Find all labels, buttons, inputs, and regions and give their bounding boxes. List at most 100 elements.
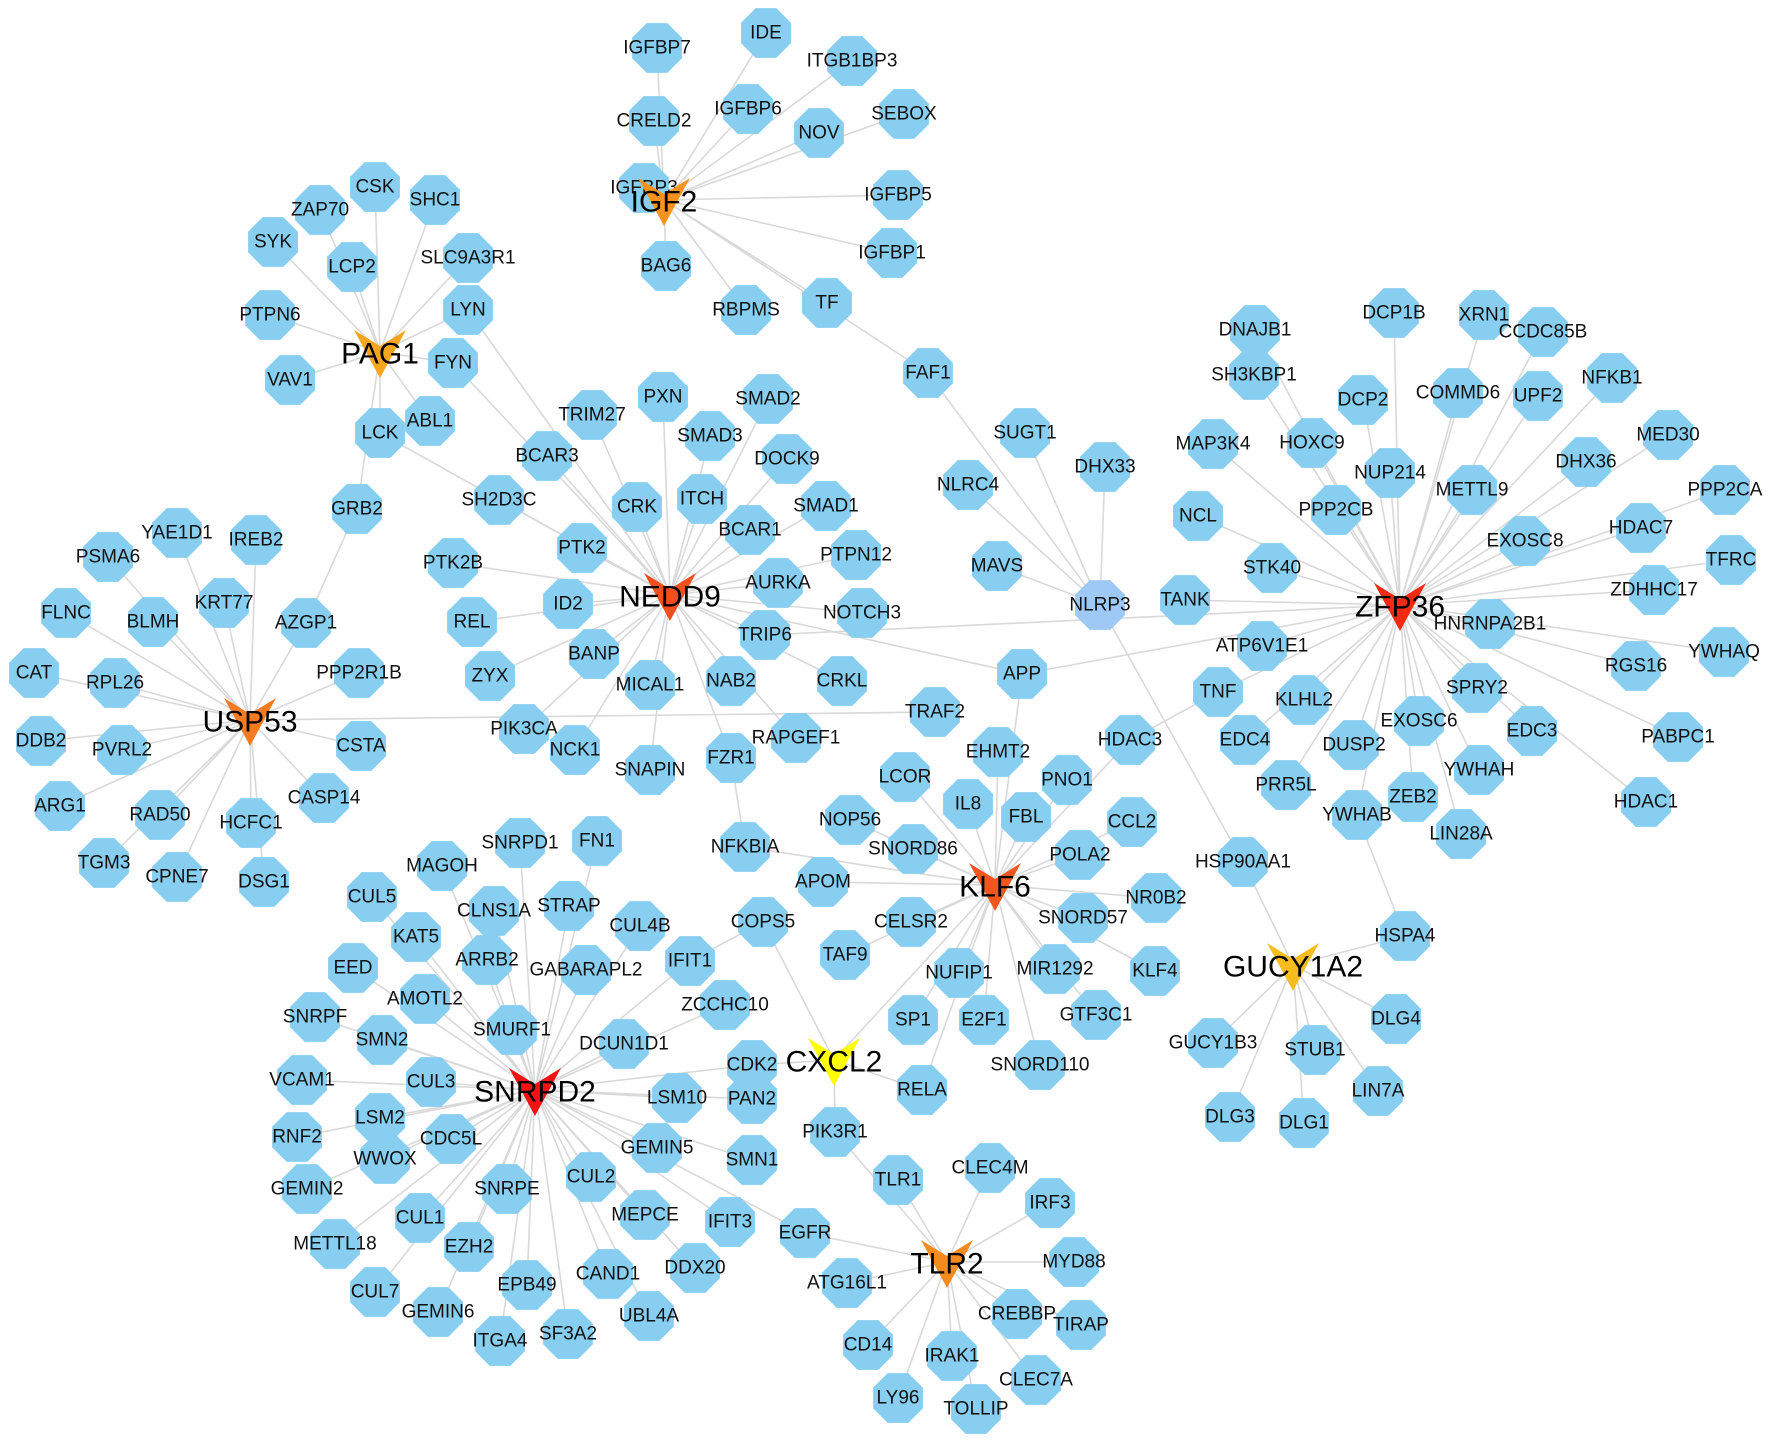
node-gtf3c1[interactable]: GTF3C1 (1060, 990, 1133, 1040)
node-igfbp6[interactable]: IGFBP6 (714, 84, 782, 134)
node-stk40[interactable]: STK40 (1243, 543, 1301, 593)
node-dcun1d1[interactable]: DCUN1D1 (579, 1019, 669, 1069)
node-fbl[interactable]: FBL (1001, 792, 1051, 842)
node-tnf[interactable]: TNF (1193, 667, 1243, 717)
node-clns1a[interactable]: CLNS1A (457, 886, 531, 936)
node-crkl[interactable]: CRKL (817, 656, 868, 706)
node-pik3r1[interactable]: PIK3R1 (802, 1107, 868, 1157)
node-cdc5l[interactable]: CDC5L (420, 1114, 482, 1164)
node-dock9[interactable]: DOCK9 (754, 434, 820, 484)
node-tgm3[interactable]: TGM3 (78, 838, 131, 888)
node-smn1[interactable]: SMN1 (726, 1135, 779, 1185)
node-amotl2[interactable]: AMOTL2 (387, 974, 463, 1024)
node-lin28a[interactable]: LIN28A (1429, 809, 1493, 859)
node-snrpe[interactable]: SNRPE (474, 1164, 540, 1214)
node-apom[interactable]: APOM (795, 857, 851, 907)
node-rgs16[interactable]: RGS16 (1605, 641, 1667, 691)
node-mepce[interactable]: MEPCE (611, 1190, 679, 1240)
node-bcar1[interactable]: BCAR1 (718, 505, 782, 555)
node-clec7a[interactable]: CLEC7A (999, 1355, 1073, 1405)
node-fn1[interactable]: FN1 (572, 816, 622, 866)
node-smad2[interactable]: SMAD2 (735, 374, 801, 424)
node-nov[interactable]: NOV (794, 108, 844, 158)
node-hdac1[interactable]: HDAC1 (1614, 777, 1678, 827)
node-azgp1[interactable]: AZGP1 (275, 598, 337, 648)
node-psma6[interactable]: PSMA6 (76, 532, 140, 582)
node-faf1[interactable]: FAF1 (903, 348, 953, 398)
node-cul3[interactable]: CUL3 (406, 1057, 456, 1107)
node-pno1[interactable]: PNO1 (1041, 755, 1093, 805)
node-smurf1[interactable]: SMURF1 (473, 1005, 551, 1055)
node-ppp2ca[interactable]: PPP2CA (1688, 465, 1763, 515)
hub-gucy1a2[interactable]: GUCY1A2 (1223, 943, 1363, 991)
node-stub1[interactable]: STUB1 (1284, 1025, 1346, 1075)
node-ddb2[interactable]: DDB2 (16, 716, 67, 766)
node-dcp1b[interactable]: DCP1B (1362, 288, 1426, 338)
node-ywhab[interactable]: YWHAB (1322, 790, 1392, 840)
node-med30[interactable]: MED30 (1636, 410, 1700, 460)
node-ddx20[interactable]: DDX20 (664, 1243, 726, 1293)
node-epb49[interactable]: EPB49 (497, 1260, 557, 1310)
node-nck1[interactable]: NCK1 (550, 725, 601, 775)
node-upf2[interactable]: UPF2 (1513, 371, 1563, 421)
node-hdac7[interactable]: HDAC7 (1609, 503, 1673, 553)
node-arrb2[interactable]: ARRB2 (455, 935, 519, 985)
node-crebbp[interactable]: CREBBP (978, 1289, 1056, 1339)
node-il8[interactable]: IL8 (943, 779, 993, 829)
hub-snrpd2[interactable]: SNRPD2 (474, 1068, 596, 1116)
node-ywhaq[interactable]: YWHAQ (1688, 627, 1760, 677)
node-ifit1[interactable]: IFIT1 (665, 936, 715, 986)
node-vav1[interactable]: VAV1 (265, 355, 315, 405)
node-zdhhc17[interactable]: ZDHHC17 (1610, 565, 1698, 615)
node-strap[interactable]: STRAP (537, 881, 601, 931)
node-gemin6[interactable]: GEMIN6 (402, 1287, 475, 1337)
node-irf3[interactable]: IRF3 (1025, 1178, 1075, 1228)
node-nr0b2[interactable]: NR0B2 (1125, 873, 1187, 923)
node-sp1[interactable]: SP1 (888, 995, 938, 1045)
node-cat[interactable]: CAT (9, 648, 59, 698)
node-zeb2[interactable]: ZEB2 (1388, 772, 1438, 822)
node-pola2[interactable]: POLA2 (1049, 830, 1111, 880)
node-syk[interactable]: SYK (248, 217, 298, 267)
hub-tlr2[interactable]: TLR2 (910, 1240, 984, 1288)
node-aurka[interactable]: AURKA (745, 558, 811, 608)
node-rpl26[interactable]: RPL26 (86, 658, 144, 708)
node-pvrl2[interactable]: PVRL2 (92, 725, 152, 775)
node-cpne7[interactable]: CPNE7 (145, 852, 209, 902)
hub-klf6[interactable]: KLF6 (959, 863, 1031, 911)
node-spry2[interactable]: SPRY2 (1446, 663, 1508, 713)
node-mir1292[interactable]: MIR1292 (1016, 944, 1094, 994)
node-trim27[interactable]: TRIM27 (558, 390, 626, 440)
node-ly96[interactable]: LY96 (873, 1373, 923, 1423)
node-banp[interactable]: BANP (568, 629, 620, 679)
node-myd88[interactable]: MYD88 (1042, 1237, 1106, 1287)
node-lck[interactable]: LCK (355, 408, 405, 458)
node-itch[interactable]: ITCH (677, 474, 727, 524)
node-prr5l[interactable]: PRR5L (1255, 760, 1317, 810)
node-smad3[interactable]: SMAD3 (677, 411, 743, 461)
node-dlg4[interactable]: DLG4 (1371, 994, 1421, 1044)
node-cul4b[interactable]: CUL4B (609, 901, 671, 951)
node-pabpc1[interactable]: PABPC1 (1641, 712, 1715, 762)
node-rad50[interactable]: RAD50 (129, 790, 191, 840)
hub-pag1[interactable]: PAG1 (341, 330, 419, 378)
node-sh2d3c[interactable]: SH2D3C (462, 475, 537, 525)
node-pxn[interactable]: PXN (638, 372, 688, 422)
node-csta[interactable]: CSTA (336, 721, 386, 771)
node-rel[interactable]: REL (447, 597, 497, 647)
node-flnc[interactable]: FLNC (41, 588, 91, 638)
node-lsm2[interactable]: LSM2 (355, 1093, 405, 1143)
node-pan2[interactable]: PAN2 (727, 1074, 777, 1124)
node-ptk2b[interactable]: PTK2B (423, 538, 483, 588)
node-tf[interactable]: TF (802, 278, 852, 328)
node-snord86[interactable]: SNORD86 (868, 824, 958, 874)
node-cul2[interactable]: CUL2 (566, 1152, 616, 1202)
node-itgb1bp3[interactable]: ITGB1BP3 (807, 36, 898, 86)
node-creld2[interactable]: CRELD2 (617, 96, 692, 146)
node-snrpf[interactable]: SNRPF (283, 992, 347, 1042)
node-dnajb1[interactable]: DNAJB1 (1219, 305, 1292, 355)
node-atg16l1[interactable]: ATG16L1 (807, 1258, 887, 1308)
node-igfbp1[interactable]: IGFBP1 (858, 228, 926, 278)
node-dsg1[interactable]: DSG1 (238, 857, 290, 907)
node-cul7[interactable]: CUL7 (350, 1267, 400, 1317)
